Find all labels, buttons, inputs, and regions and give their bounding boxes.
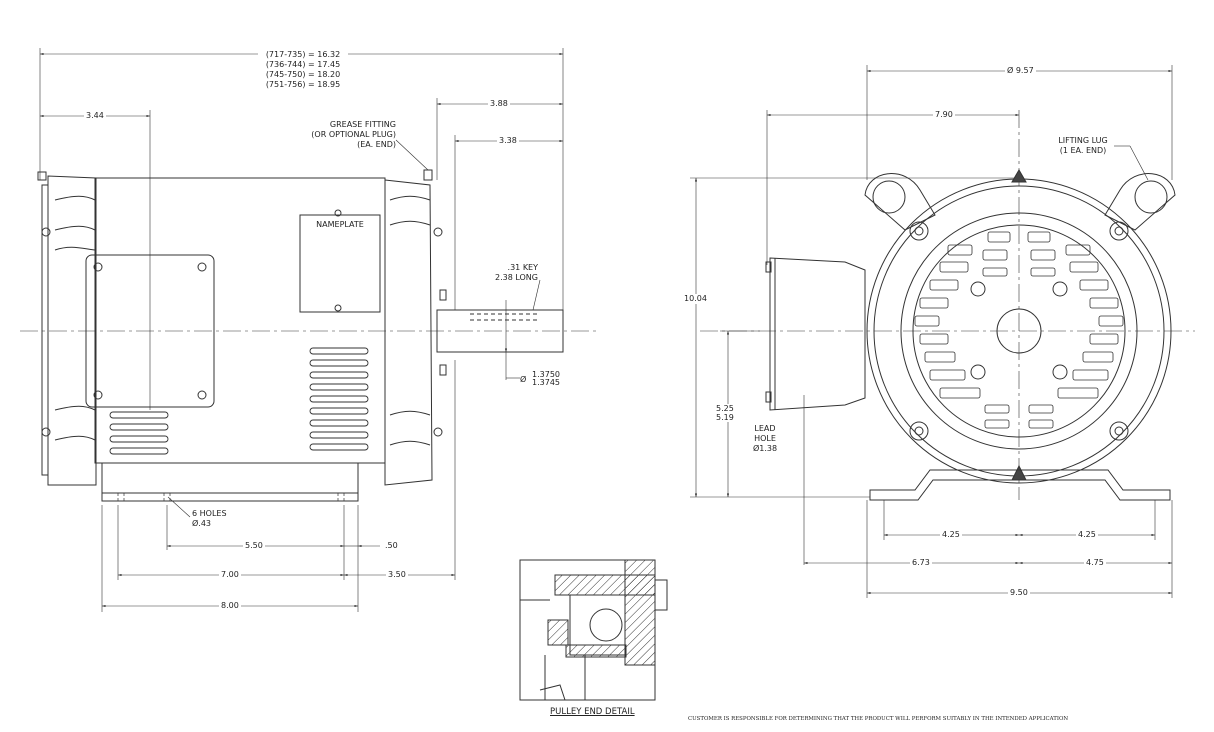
dim-3-50: 3.50 <box>386 570 408 580</box>
nameplate-label: NAMEPLATE <box>316 220 364 229</box>
diameter-icon: Ø <box>520 375 527 384</box>
key-note-line-2: 2.38 LONG <box>494 273 538 282</box>
key-note-line-1: .31 KEY <box>507 263 538 272</box>
lead-note-line-1: LEAD <box>754 424 776 433</box>
grease-note-line-3: (EA. END) <box>357 140 396 149</box>
dim-5-19: 5.19 <box>716 413 734 422</box>
grease-note-line-1: GREASE FITTING <box>329 120 396 129</box>
lead-note-line-2: HOLE <box>754 434 776 443</box>
length-option-3: (745-750) = 18.20 <box>265 70 341 79</box>
lead-hole-note: LEAD HOLE Ø1.38 <box>745 424 785 454</box>
lifting-note-line-1: LIFTING LUG <box>1058 136 1108 145</box>
dim-5-25-5-19: 5.25 5.19 <box>714 404 736 422</box>
dim-3-88: 3.88 <box>488 99 510 109</box>
footer-disclaimer: CUSTOMER IS RESPONSIBLE FOR DETERMINING … <box>688 716 1069 722</box>
dim-4-25-right: 4.25 <box>1076 530 1098 540</box>
holes-note-line-2: Ø.43 <box>192 519 212 528</box>
grease-note-line-2: (OR OPTIONAL PLUG) <box>311 130 396 139</box>
lifting-lug-note: LIFTING LUG (1 EA. END) <box>1048 136 1118 156</box>
shaft-dia-max: 1.3750 <box>532 370 560 379</box>
length-options: (717-735) = 16.32 (736-744) = 17.45 (745… <box>258 50 348 90</box>
dim-8-00: 8.00 <box>219 601 241 611</box>
dim-3-38: 3.38 <box>497 136 519 146</box>
detail-title: PULLEY END DETAIL <box>550 707 635 717</box>
dim-9-50: 9.50 <box>1008 588 1030 598</box>
dim-7-90: 7.90 <box>933 110 955 120</box>
dim-10-04: 10.04 <box>682 294 709 304</box>
length-option-2: (736-744) = 17.45 <box>265 60 341 69</box>
lifting-note-line-2: (1 EA. END) <box>1059 146 1107 155</box>
holes-note-line-1: 6 HOLES <box>192 509 227 518</box>
holes-note: 6 HOLES Ø.43 <box>192 509 227 529</box>
dim-7-00: 7.00 <box>219 570 241 580</box>
key-note: .31 KEY 2.38 LONG <box>470 263 538 283</box>
length-option-1: (717-735) = 16.32 <box>265 50 341 59</box>
dim-5-50: 5.50 <box>243 541 265 551</box>
lead-note-line-3: Ø1.38 <box>752 444 778 453</box>
grease-fitting-note: GREASE FITTING (OR OPTIONAL PLUG) (EA. E… <box>290 120 396 150</box>
end-view <box>690 65 1195 598</box>
shaft-dia-min: 1.3745 <box>532 378 560 387</box>
dim-dia-9-57: Ø 9.57 <box>1005 66 1036 76</box>
dim-4-25-left: 4.25 <box>940 530 962 540</box>
dim-4-75: 4.75 <box>1084 558 1106 568</box>
dim-50: .50 <box>383 541 400 551</box>
pulley-end-detail <box>519 559 668 701</box>
shaft-diameter: Ø 1.3750 1.3745 <box>520 370 560 388</box>
dim-6-73: 6.73 <box>910 558 932 568</box>
length-option-4: (751-756) = 18.95 <box>265 80 341 89</box>
dim-5-25: 5.25 <box>716 404 734 413</box>
dim-3-44: 3.44 <box>84 111 106 121</box>
